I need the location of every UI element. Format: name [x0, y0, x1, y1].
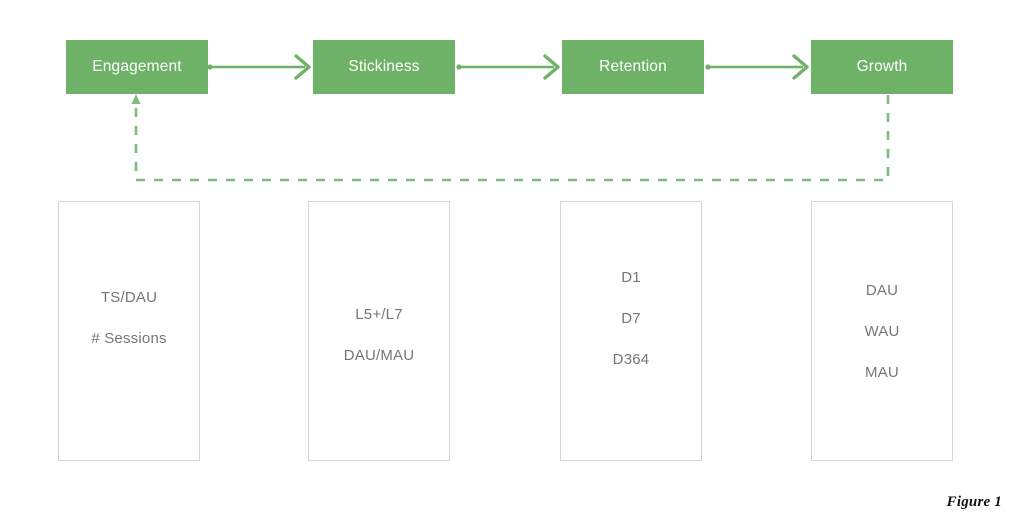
stage-label-engagement: Engagement [92, 58, 182, 76]
metric-box-growth[interactable]: DAU WAU MAU [811, 201, 953, 461]
metric-item: D1 [621, 269, 641, 286]
metric-box-stickiness[interactable]: L5+/L7 DAU/MAU [308, 201, 450, 461]
metric-box-retention[interactable]: D1 D7 D364 [560, 201, 702, 461]
feedback-loop-growth-to-engagement [131, 94, 890, 182]
arrow-retention-to-growth [705, 54, 809, 80]
arrow-stickiness-to-retention [456, 54, 560, 80]
metric-list-stickiness: L5+/L7 DAU/MAU [309, 307, 449, 363]
arrow-engagement-to-stickiness [207, 54, 311, 80]
metric-item: WAU [864, 323, 900, 340]
metric-box-engagement[interactable]: TS/DAU # Sessions [58, 201, 200, 461]
metric-list-growth: DAU WAU MAU [812, 283, 952, 380]
metric-item: D7 [621, 310, 641, 327]
metric-list-retention: D1 D7 D364 [561, 270, 701, 367]
stage-label-retention: Retention [599, 58, 667, 76]
metric-item: DAU [865, 282, 899, 299]
metric-item: # Sessions [91, 330, 167, 347]
metric-list-engagement: TS/DAU # Sessions [59, 290, 199, 346]
figure-caption: Figure 1 [946, 494, 1002, 510]
metric-item: D364 [612, 351, 650, 368]
stage-label-stickiness: Stickiness [348, 58, 420, 76]
metric-item: DAU/MAU [343, 347, 415, 364]
metric-item: L5+/L7 [355, 306, 403, 323]
stage-label-growth: Growth [856, 58, 908, 76]
stage-box-stickiness[interactable]: Stickiness [313, 40, 455, 94]
stage-box-growth[interactable]: Growth [811, 40, 953, 94]
stage-box-retention[interactable]: Retention [562, 40, 704, 94]
metric-item: MAU [865, 364, 899, 381]
metric-item: TS/DAU [100, 289, 158, 306]
stage-box-engagement[interactable]: Engagement [66, 40, 208, 94]
